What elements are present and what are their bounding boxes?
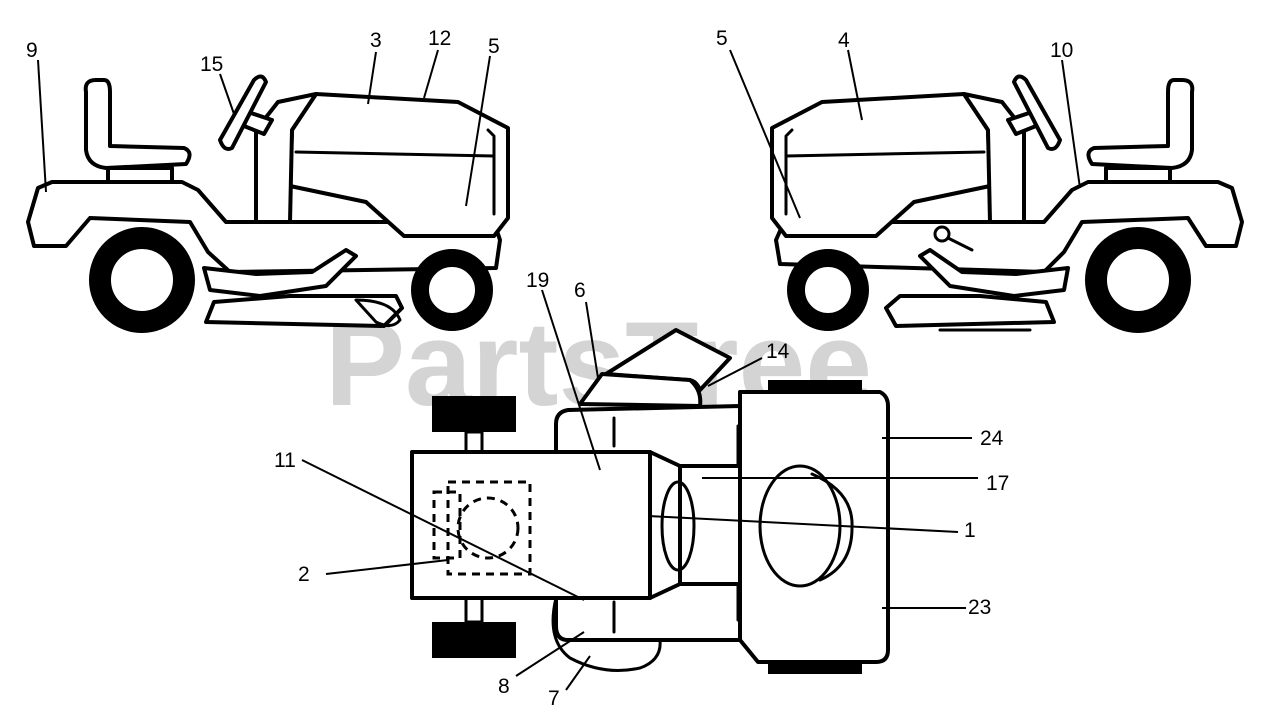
callout-7: 7 (548, 687, 560, 710)
callout-15: 15 (200, 53, 223, 76)
callout-labels: 9 15 3 12 5 5 4 10 19 6 14 11 2 8 7 24 1… (26, 27, 1073, 710)
callout-3: 3 (370, 29, 382, 52)
mower-top-view (410, 328, 890, 674)
callout-6: 6 (574, 279, 586, 302)
mower-left-side-view (26, 74, 510, 333)
callout-14: 14 (766, 340, 790, 363)
leader-lines (37, 49, 1081, 691)
mower-right-side-view (770, 74, 1244, 333)
callout-12: 12 (428, 27, 451, 50)
callout-23: 23 (968, 596, 991, 619)
callout-5-right: 5 (716, 27, 728, 50)
callout-9: 9 (26, 39, 38, 62)
callout-1: 1 (964, 519, 976, 542)
callout-8: 8 (498, 675, 510, 698)
callout-17: 17 (986, 472, 1009, 495)
callout-4: 4 (838, 29, 850, 52)
callout-10: 10 (1050, 39, 1073, 62)
callout-2: 2 (298, 563, 310, 586)
callout-24: 24 (980, 427, 1004, 450)
callout-19: 19 (526, 269, 549, 292)
callout-5-left: 5 (488, 35, 500, 58)
callout-11: 11 (274, 449, 296, 472)
